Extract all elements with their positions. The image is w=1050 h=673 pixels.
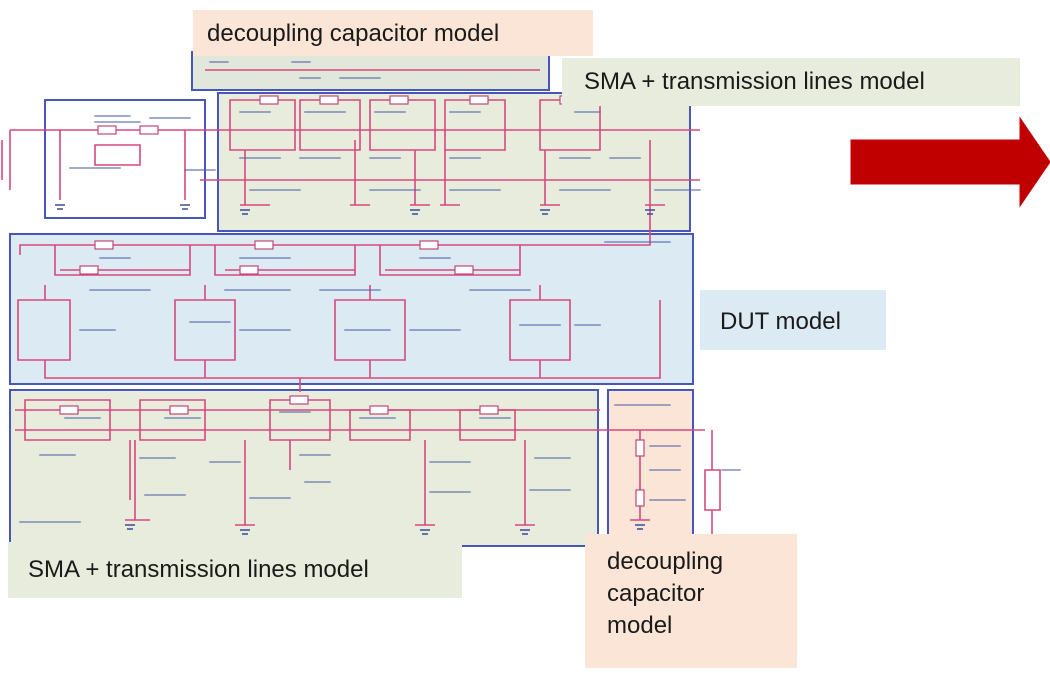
callout-line: decoupling [607,548,724,575]
callout-text: SMA + transmission lines model [584,68,925,95]
ferrite-module [44,99,206,219]
decoupling-capacitor-label-top: decoupling capacitor model [193,10,593,56]
sma-transmission-label-bottom: SMA + transmission lines model [8,542,462,598]
sma-transmission-module-top [217,92,691,232]
callout-line: capacitor [607,580,705,607]
callout-text: SMA + transmission lines model [28,556,369,583]
component-annotation-marks [19,61,741,523]
wire-network [1,69,721,540]
sma-transmission-module-bottom [9,389,599,547]
dut-module [9,233,694,385]
callout-text: DUT model [720,308,841,335]
dut-model-label: DUT model [700,290,886,350]
decoupling-capacitor-module-top [191,51,550,91]
decoupling-capacitor-module-bottom [607,389,694,547]
callout-text: decoupling capacitor model [207,20,500,47]
right-arrow-icon [850,116,1050,208]
callout-line: model [607,612,673,639]
decoupling-capacitor-label-bottom: decoupling capacitor model [585,534,797,668]
sma-transmission-label-top: SMA + transmission lines model [562,58,1020,106]
